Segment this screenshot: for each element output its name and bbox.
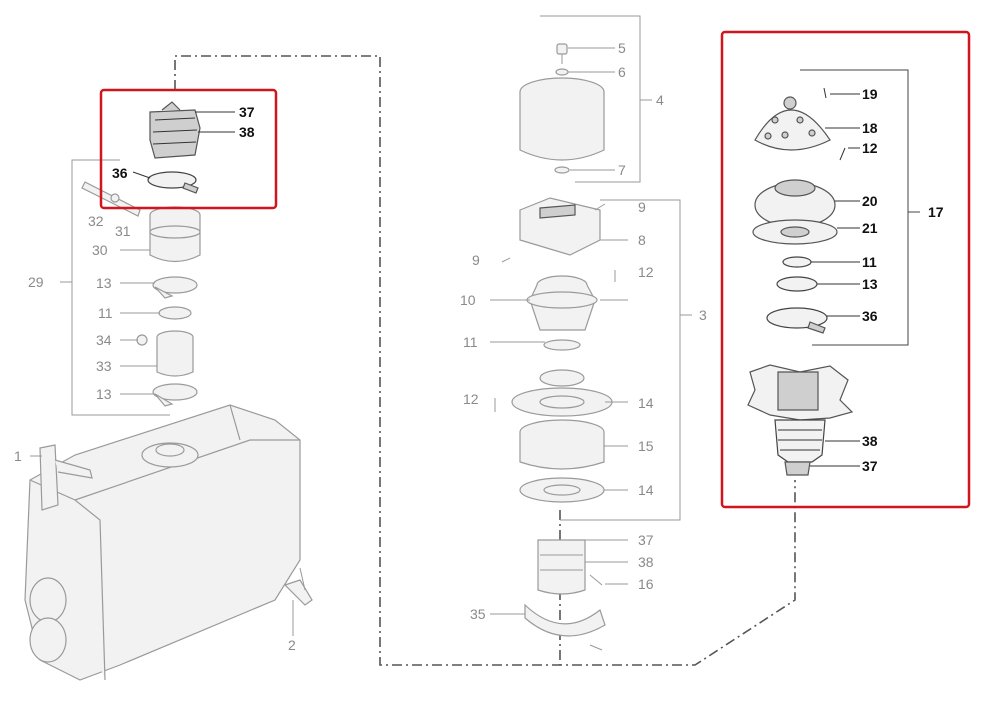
callout-37-right: 37 xyxy=(862,458,878,474)
clamp-13-upper xyxy=(152,276,198,299)
o-ring-11-center xyxy=(543,339,581,351)
callout-5: 5 xyxy=(618,40,626,56)
connection-line xyxy=(174,55,796,666)
mounting-bracket-2 xyxy=(283,567,313,606)
callout-29: 29 xyxy=(28,274,44,290)
callout-10: 10 xyxy=(460,292,476,308)
callout-30: 30 xyxy=(92,242,108,258)
clamp-36-right xyxy=(766,307,828,334)
filler-cap-left xyxy=(149,101,201,159)
hose-clamp-left-36 xyxy=(147,171,199,194)
callout-9-right: 9 xyxy=(638,199,646,215)
clamp-13-lower xyxy=(152,383,198,407)
mounting-bracket-1 xyxy=(39,444,93,511)
callout-1: 1 xyxy=(14,448,22,464)
o-ring-11 xyxy=(158,306,192,320)
vent-31-32 xyxy=(81,181,141,217)
callout-9-left: 9 xyxy=(472,252,480,268)
housing-8 xyxy=(519,197,601,256)
callout-12-center-left: 12 xyxy=(463,391,479,407)
callout-17: 17 xyxy=(928,204,944,220)
bracket-3 xyxy=(560,199,692,521)
callout-13-right: 13 xyxy=(862,276,878,292)
fuel-tank xyxy=(24,404,301,681)
screw-12-right xyxy=(839,147,846,161)
filler-neck-right-38 xyxy=(774,371,826,463)
callout-36-right: 36 xyxy=(862,308,878,324)
leader-lines xyxy=(30,47,860,636)
highlight-box-left xyxy=(99,88,278,210)
callout-31: 31 xyxy=(115,223,131,239)
callout-37-left: 37 xyxy=(239,104,255,120)
callout-13-left-upper: 13 xyxy=(96,275,112,291)
washer-6 xyxy=(555,68,569,76)
callout-11-center: 11 xyxy=(463,334,478,350)
callout-37-center: 37 xyxy=(638,532,654,548)
o-ring-11-right xyxy=(782,256,812,268)
gasket-14-upper xyxy=(511,387,613,417)
callout-35: 35 xyxy=(470,606,486,622)
callout-3: 3 xyxy=(699,307,707,323)
callout-32: 32 xyxy=(88,213,104,229)
callout-15: 15 xyxy=(638,438,654,454)
filler-neck-center xyxy=(537,539,586,595)
callout-21: 21 xyxy=(862,220,878,236)
callout-38-right: 38 xyxy=(862,433,878,449)
callout-14-upper: 14 xyxy=(638,395,654,411)
fitting-33 xyxy=(136,330,194,377)
callout-14-lower: 14 xyxy=(638,482,654,498)
clamp-13-right xyxy=(776,276,818,292)
valve-body-10 xyxy=(526,275,598,331)
strap-clamp-35 xyxy=(524,603,606,637)
callout-38-left: 38 xyxy=(239,124,255,140)
cap-37-right xyxy=(784,461,811,476)
screws-center xyxy=(494,203,616,651)
callout-19: 19 xyxy=(862,86,878,102)
callout-36-left: 36 xyxy=(112,165,128,181)
gasket-21 xyxy=(752,219,838,245)
callout-12-center-right: 12 xyxy=(638,264,654,280)
bracket-4 xyxy=(540,15,652,183)
callout-11-right: 11 xyxy=(862,254,877,270)
callout-8: 8 xyxy=(638,232,646,248)
screw-5 xyxy=(556,43,568,64)
cap-18 xyxy=(754,96,831,151)
pipe-30 xyxy=(149,206,201,263)
washer-7 xyxy=(554,166,570,174)
bracket-17 xyxy=(800,69,920,346)
callout-18: 18 xyxy=(862,120,878,136)
highlight-box-right xyxy=(720,30,971,509)
callout-4: 4 xyxy=(656,92,664,108)
callout-12-right: 12 xyxy=(862,140,878,156)
callout-34: 34 xyxy=(96,332,112,348)
callout-16: 16 xyxy=(638,576,654,592)
bracket-29 xyxy=(60,159,170,416)
cover-4 xyxy=(519,77,605,161)
callout-13-left-lower: 13 xyxy=(96,386,112,402)
callout-7: 7 xyxy=(618,162,626,178)
sealing-ring-15 xyxy=(519,419,605,470)
callout-6: 6 xyxy=(618,64,626,80)
callout-38-center: 38 xyxy=(638,554,654,570)
clamp-center xyxy=(539,369,585,387)
callout-11-left: 11 xyxy=(98,305,113,321)
gasket-14-lower xyxy=(519,477,605,503)
callout-20: 20 xyxy=(862,193,878,209)
callout-33: 33 xyxy=(96,358,112,374)
callout-2: 2 xyxy=(288,637,296,653)
screw-19 xyxy=(823,87,827,99)
